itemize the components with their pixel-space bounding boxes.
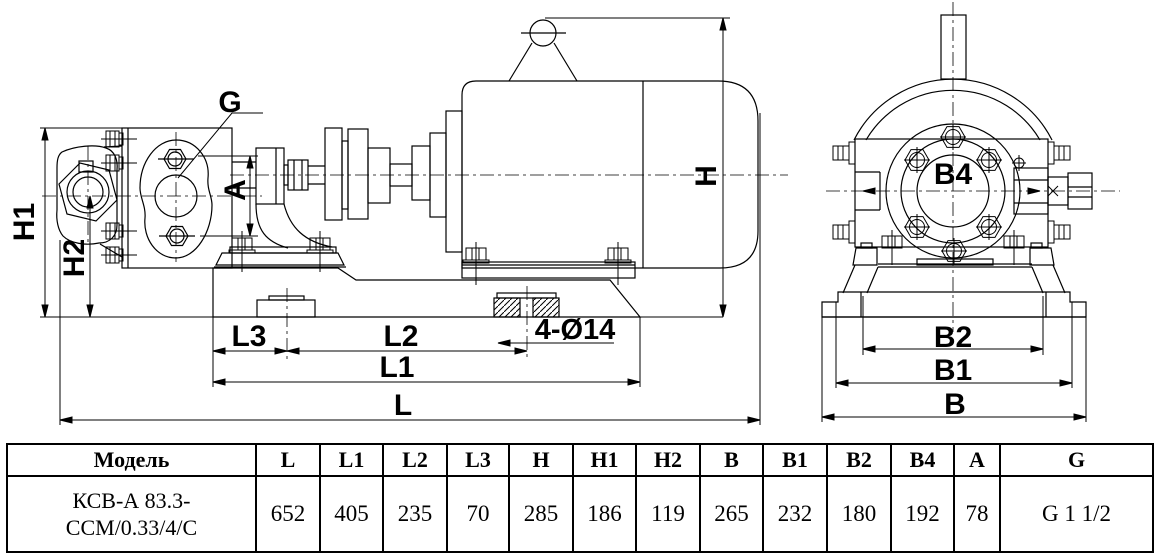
header-l: L — [255, 443, 321, 477]
label-l3: L3 — [231, 320, 266, 353]
label-l1: L1 — [379, 351, 414, 384]
cell-b1: 232 — [762, 475, 828, 553]
pedestal — [821, 230, 1087, 318]
cell-h1: 186 — [572, 475, 637, 553]
mounting-hole-section — [493, 292, 560, 318]
centerlines-end — [826, 2, 1120, 332]
header-l2: L2 — [382, 443, 448, 477]
header-g: G — [999, 443, 1154, 477]
dimension-table: Модель L L1 L2 L3 H H1 H2 B B1 B2 B4 A G… — [6, 443, 1154, 553]
cell-l1: 405 — [319, 475, 384, 553]
side-bolts — [832, 141, 1071, 244]
cell-l: 652 — [255, 475, 321, 553]
label-holes: 4-Ø14 — [535, 314, 616, 346]
cell-h: 285 — [508, 475, 574, 553]
cell-model: КСВ-А 83.3- ССМ/0.33/4/С — [6, 475, 257, 553]
dimensions-end — [821, 187, 1087, 422]
label-h2: H2 — [58, 239, 91, 277]
table-header-row: Модель L L1 L2 L3 H H1 H2 B B1 B2 B4 A G — [6, 443, 1154, 477]
pump-body-front — [854, 123, 1049, 265]
header-b: B — [699, 443, 764, 477]
lifting-eye — [508, 19, 578, 82]
cell-a: 78 — [953, 475, 1001, 553]
label-b1: B1 — [934, 354, 972, 387]
pump-body — [121, 127, 233, 269]
header-b2: B2 — [826, 443, 892, 477]
model-line1: КСВ-А 83.3- — [72, 487, 191, 513]
label-g: G — [218, 86, 241, 119]
header-h1: H1 — [572, 443, 637, 477]
motor — [461, 19, 759, 285]
end-view: B4 B2 B1 B — [821, 2, 1120, 422]
cell-g: G 1 1/2 — [999, 475, 1154, 553]
header-l1: L1 — [319, 443, 384, 477]
model-line2: ССМ/0.33/4/С — [65, 515, 198, 540]
motor-feet — [461, 242, 636, 285]
coupling — [232, 110, 463, 253]
label-a: A — [219, 179, 252, 201]
label-b: B — [944, 388, 966, 421]
shaft-end — [1013, 167, 1093, 215]
header-h2: H2 — [635, 443, 701, 477]
header-h: H — [508, 443, 574, 477]
label-l2: L2 — [383, 320, 418, 353]
cell-l2: 235 — [382, 475, 448, 553]
label-h: H — [690, 165, 723, 187]
pump-technical-drawing: G A H H1 H2 L3 L2 L1 L 4-Ø14 — [8, 2, 1120, 425]
cell-b: 265 — [699, 475, 764, 553]
pump-flange-bolts — [101, 130, 137, 264]
header-model: Модель — [6, 443, 257, 477]
header-l3: L3 — [446, 443, 510, 477]
header-b4: B4 — [890, 443, 955, 477]
table-data-row: КСВ-А 83.3- ССМ/0.33/4/С 652 405 235 70 … — [6, 475, 1154, 553]
top-port-pipe — [853, 14, 1053, 141]
label-h1: H1 — [8, 203, 41, 241]
cell-b2: 180 — [826, 475, 892, 553]
centerlines-side — [42, 132, 788, 360]
header-a: A — [953, 443, 1001, 477]
label-l: L — [394, 389, 412, 422]
dimensions-side — [40, 17, 761, 425]
cell-b4: 192 — [890, 475, 955, 553]
label-b4: B4 — [934, 158, 973, 191]
cell-l3: 70 — [446, 475, 510, 553]
label-b2: B2 — [934, 321, 972, 354]
cell-h2: 119 — [635, 475, 701, 553]
header-b1: B1 — [762, 443, 828, 477]
base-plate — [40, 267, 723, 318]
side-view: G A H H1 H2 L3 L2 L1 L 4-Ø14 — [8, 17, 788, 425]
pump-bracket — [214, 147, 346, 272]
